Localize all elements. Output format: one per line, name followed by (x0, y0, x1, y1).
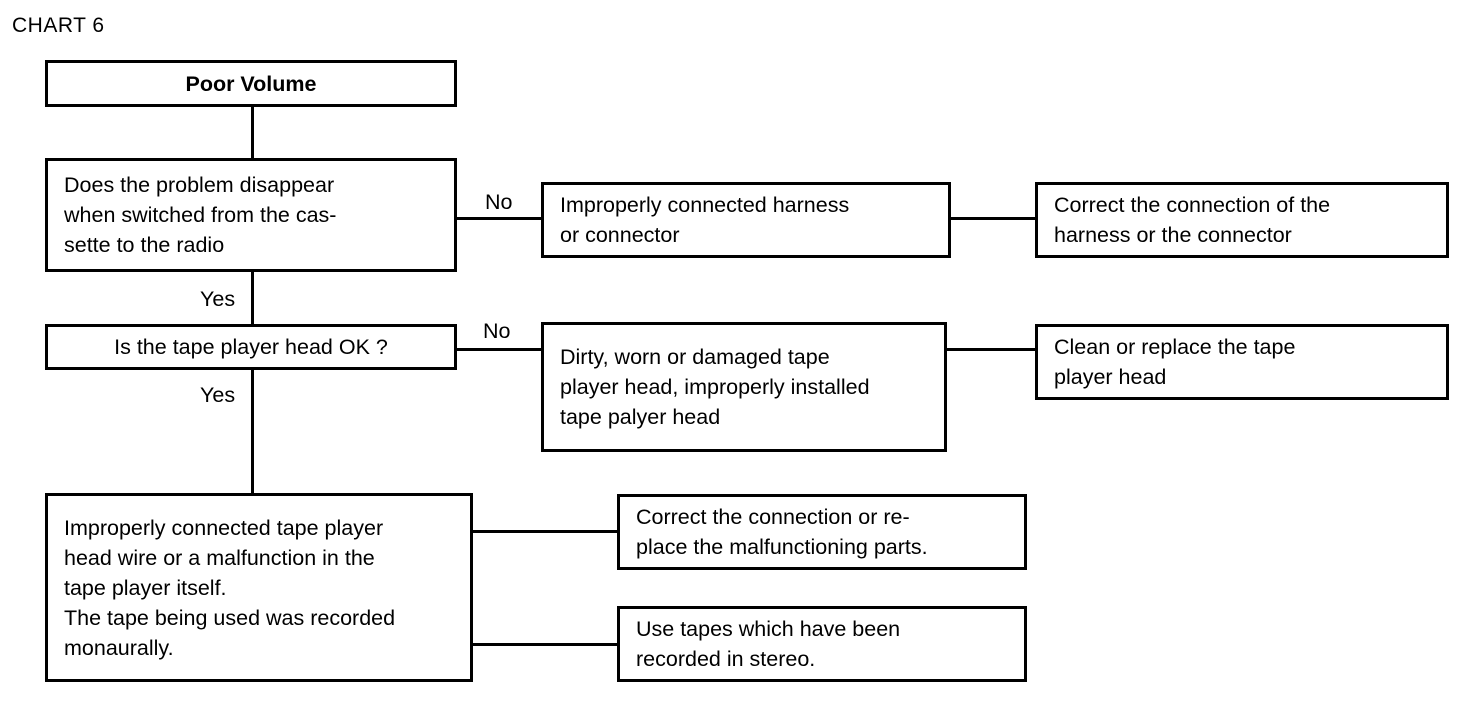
connector-q1-no (455, 217, 543, 220)
node-action-use-stereo-tapes-label: Use tapes which have been recorded in st… (636, 617, 901, 671)
node-cause-dirty-tape-head-label: Dirty, worn or damaged tape player head,… (560, 345, 870, 429)
node-poor-volume[interactable]: Poor Volume (45, 60, 457, 107)
node-action-clean-replace-head-label: Clean or replace the tape player head (1054, 335, 1296, 389)
node-action-correct-harness[interactable]: Correct the connection of the harness or… (1035, 182, 1449, 258)
connector-q1-yes (251, 271, 254, 324)
edge-label-q1-no: No (485, 190, 513, 214)
node-question-cassette-radio[interactable]: Does the problem disappear when switched… (45, 158, 457, 272)
node-cause-harness-connector[interactable]: Improperly connected harness or connecto… (541, 182, 951, 258)
connector-cause3-to-action4 (470, 643, 620, 646)
node-question-tape-head-ok-label: Is the tape player head OK ? (114, 335, 388, 359)
node-question-cassette-radio-label: Does the problem disappear when switched… (64, 173, 337, 257)
node-cause-harness-connector-label: Improperly connected harness or connecto… (560, 193, 850, 247)
connector-cause1-to-action1 (948, 217, 1038, 220)
connector-q2-no (455, 348, 543, 351)
node-cause-dirty-tape-head[interactable]: Dirty, worn or damaged tape player head,… (541, 322, 947, 452)
connector-q2-yes (251, 369, 254, 494)
node-cause-tape-player-wire[interactable]: Improperly connected tape player head wi… (45, 493, 473, 682)
node-action-use-stereo-tapes[interactable]: Use tapes which have been recorded in st… (617, 606, 1027, 682)
node-cause-tape-player-wire-label: Improperly connected tape player head wi… (64, 515, 396, 660)
node-action-clean-replace-head[interactable]: Clean or replace the tape player head (1035, 324, 1449, 400)
connector-cause2-to-action2 (944, 348, 1038, 351)
node-action-correct-or-replace-parts-label: Correct the connection or re- place the … (636, 505, 928, 559)
connector-start-to-q1 (251, 106, 254, 159)
edge-label-q2-no: No (483, 319, 511, 343)
connector-cause3-to-action3 (470, 530, 620, 533)
edge-label-q1-yes: Yes (200, 287, 236, 311)
node-poor-volume-label: Poor Volume (185, 71, 317, 96)
node-question-tape-head-ok[interactable]: Is the tape player head OK ? (45, 324, 457, 370)
page-title: CHART 6 (12, 14, 105, 37)
node-action-correct-harness-label: Correct the connection of the harness or… (1054, 193, 1331, 247)
edge-label-q2-yes: Yes (200, 383, 236, 407)
node-action-correct-or-replace-parts[interactable]: Correct the connection or re- place the … (617, 494, 1027, 570)
